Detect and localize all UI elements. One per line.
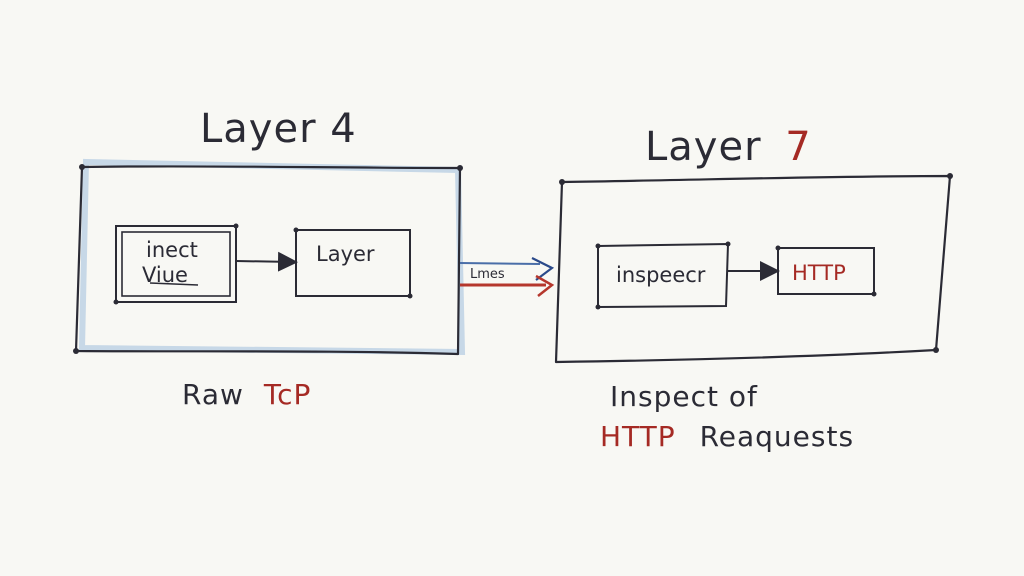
layer4-blue-wash <box>78 158 466 356</box>
layer4-inspect-line1: inect <box>146 238 198 262</box>
layer4-inspect-box <box>115 225 237 303</box>
layer7-inspect-label: inspeecr <box>616 263 706 287</box>
layer4-outer-box <box>74 165 462 356</box>
connector-label: Lmes <box>470 267 505 282</box>
layer7-group: Layer 7 inspeecr HTTP Inspect of HTTP Re… <box>554 124 953 453</box>
layer7-caption-requests: Reaquests <box>700 420 854 453</box>
layer4-caption-raw: Raw <box>182 378 244 411</box>
layer7-caption-http: HTTP <box>600 420 676 453</box>
layer4-inner-arrow <box>235 251 298 272</box>
layer7-inspect-box <box>597 242 730 309</box>
layer7-http-label: HTTP <box>792 261 846 285</box>
layer4-caption-tcp: TcP <box>263 378 312 411</box>
layer4-group: Layer 4 inect Viue Layer Raw TcP <box>73 106 466 411</box>
layer7-caption-line2: HTTP Reaquests <box>600 420 854 453</box>
layer7-title-number: 7 <box>785 124 811 170</box>
layer7-title-word: Layer <box>645 124 762 170</box>
layer4-layer-box <box>295 229 411 297</box>
layer7-http-box <box>777 247 875 295</box>
layer4-title: Layer 4 <box>200 106 357 152</box>
layer7-caption-line1: Inspect of <box>610 380 758 413</box>
connector-group: Lmes <box>459 257 555 297</box>
layer4-layer-label: Layer <box>316 242 375 266</box>
layer4-caption: Raw TcP <box>182 378 311 411</box>
connector-top-line <box>459 262 541 265</box>
layer7-title: Layer 7 <box>645 124 812 170</box>
